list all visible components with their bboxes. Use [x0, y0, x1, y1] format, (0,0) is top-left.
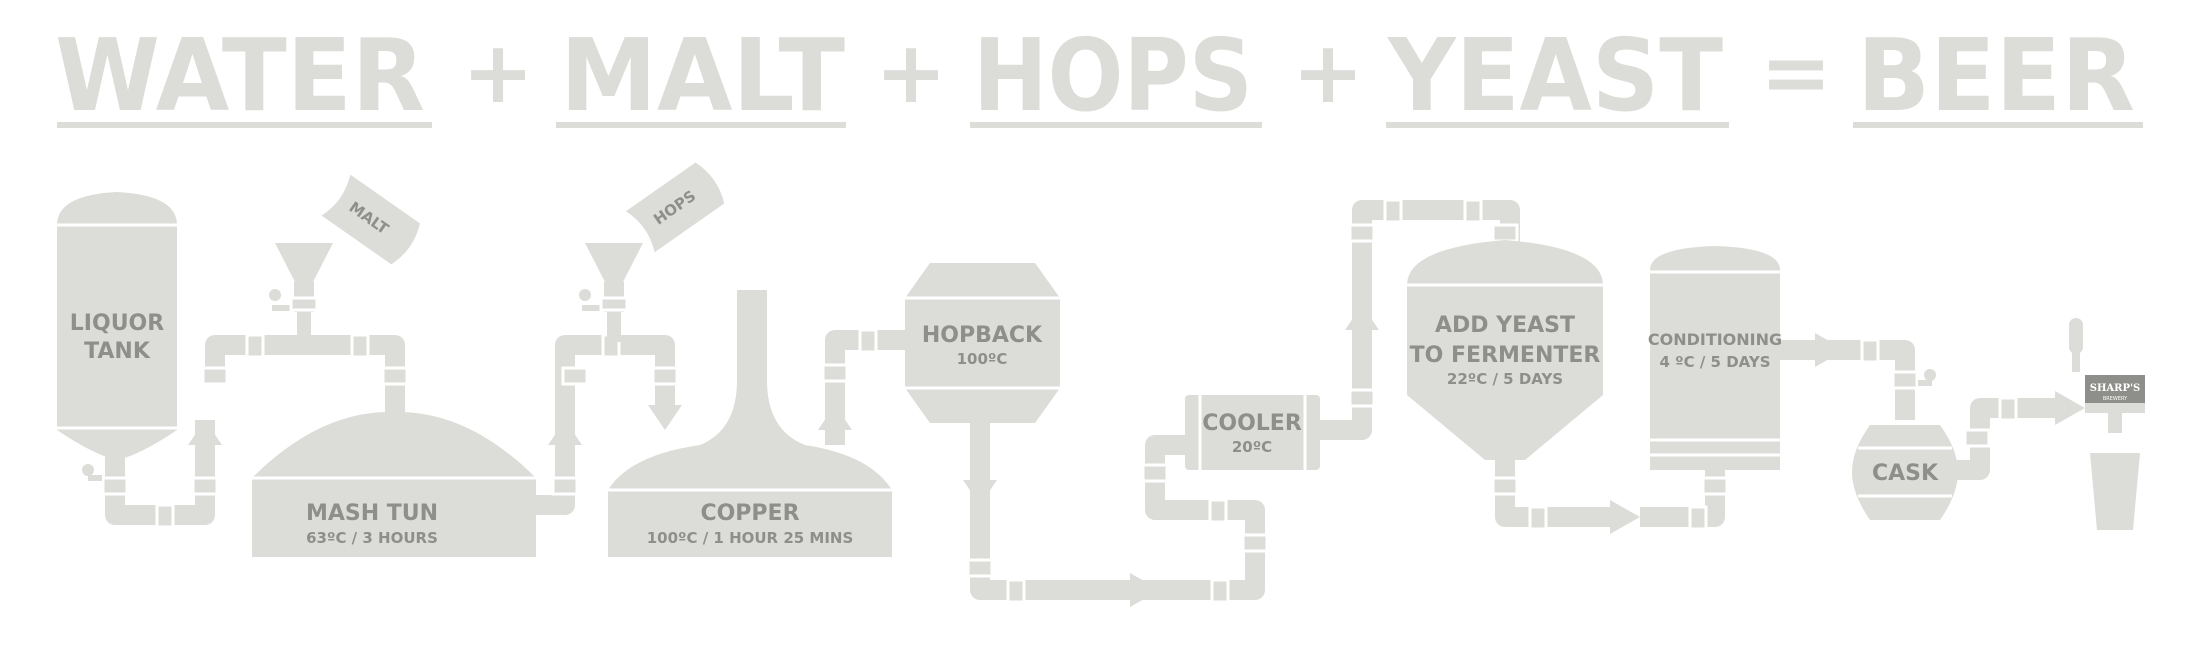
arrow-right-conditioning	[1815, 333, 1845, 367]
equation-hops: HOPS	[973, 17, 1253, 134]
tap-badge-brand: SHARP'S	[2090, 383, 2141, 394]
underline-yeast	[1386, 122, 1729, 128]
cooler-detail: 20ºC	[1232, 438, 1272, 456]
underline-hops	[970, 122, 1262, 128]
fermenter-line-1: ADD YEAST	[1435, 313, 1575, 338]
liquor-tank-label-2: TANK	[84, 339, 151, 364]
valve-cask	[1918, 380, 1932, 386]
hops-hopper	[585, 243, 643, 342]
beer-tap: SHARP'S BREWERY	[2069, 318, 2145, 433]
conditioning-tank: CONDITIONING 4 ºC / 5 DAYS	[1648, 246, 1782, 470]
liquor-tank: LIQUOR TANK	[57, 192, 177, 460]
arrow-up-liquor	[188, 420, 222, 445]
valve-malt	[272, 305, 292, 311]
copper: COPPER 100ºC / 1 HOUR 25 MINS	[608, 290, 892, 557]
tap-handle	[2069, 318, 2083, 354]
pipe-cask-to-tap	[1940, 398, 2055, 480]
tap-badge-sub: BREWERY	[2103, 396, 2128, 402]
equation-headline: WATER + MALT + HOPS + YEAST = BEER	[55, 17, 2143, 134]
cask-label: CASK	[1872, 461, 1939, 486]
valve-cask-knob	[1924, 369, 1936, 381]
arrow-right-fermenter	[1610, 500, 1640, 534]
malt-bag: MALT	[321, 174, 420, 265]
equation-malt: MALT	[560, 17, 845, 134]
equation-yeast: YEAST	[1387, 17, 1723, 134]
hopback: HOPBACK 100ºC	[905, 263, 1060, 423]
equation-plus-1: +	[462, 23, 534, 123]
pipework	[105, 200, 2055, 600]
arrow-down-hopback	[963, 480, 997, 505]
equation-plus-2: +	[875, 23, 947, 123]
tap-spout	[2108, 413, 2122, 433]
tap-badge	[2085, 375, 2145, 403]
cooler: COOLER 20ºC	[1185, 395, 1320, 470]
arrow-down-copper	[648, 405, 682, 430]
hopback-detail: 100ºC	[957, 350, 1008, 368]
copper-detail: 100ºC / 1 HOUR 25 MINS	[647, 529, 854, 547]
mash-tun: MASH TUN 63ºC / 3 HOURS	[252, 400, 536, 557]
liquor-tank-label-1: LIQUOR	[70, 311, 164, 336]
tap-stem	[2072, 352, 2080, 372]
equation-water: WATER	[55, 17, 425, 134]
equation-equals: =	[1760, 23, 1832, 123]
arrow-up-cooler	[1345, 305, 1379, 330]
fermenter-line-2: TO FERMENTER	[1410, 343, 1601, 368]
copper-title: COPPER	[700, 501, 799, 526]
pipe-couplings	[101, 198, 2018, 604]
pipe-cooler-to-fermenter	[1315, 200, 1520, 440]
valve-hops	[582, 305, 602, 311]
pipe-fermenter-to-conditioning-a	[1495, 460, 1610, 527]
tap-body	[2085, 403, 2145, 413]
underline-malt	[556, 122, 846, 128]
underline-water	[57, 122, 432, 128]
valve-hops-knob	[579, 289, 591, 301]
equation-beer: BEER	[1857, 17, 2135, 134]
conditioning-title: CONDITIONING	[1648, 330, 1782, 349]
equation-plus-3: +	[1292, 23, 1364, 123]
conditioning-detail: 4 ºC / 5 DAYS	[1660, 353, 1771, 371]
arrow-right-cask	[2055, 391, 2085, 425]
valve-liquor-knob	[82, 464, 94, 476]
hops-bag: HOPS	[625, 162, 725, 253]
cooler-title: COOLER	[1202, 411, 1302, 436]
arrow-up-mash	[548, 420, 582, 445]
pint-glass-icon	[2090, 453, 2140, 530]
arrow-up-copper	[818, 405, 852, 430]
arrow-right-bottom	[1130, 573, 1160, 607]
fermenter-detail: 22ºC / 5 DAYS	[1447, 370, 1563, 388]
valve-liquor	[88, 475, 102, 481]
malt-hopper	[275, 243, 333, 342]
hopback-title: HOPBACK	[922, 323, 1043, 348]
mash-tun-title: MASH TUN	[306, 501, 438, 526]
valve-malt-knob	[269, 289, 281, 301]
flow-arrows	[188, 305, 2085, 607]
mash-tun-detail: 63ºC / 3 HOURS	[306, 529, 438, 547]
valves	[82, 289, 1936, 481]
cask: CASK	[1852, 425, 1958, 520]
fermenter: ADD YEAST TO FERMENTER 22ºC / 5 DAYS	[1407, 240, 1603, 460]
underline-beer	[1853, 122, 2143, 128]
pipe-hopback-to-cooler	[970, 420, 1265, 600]
